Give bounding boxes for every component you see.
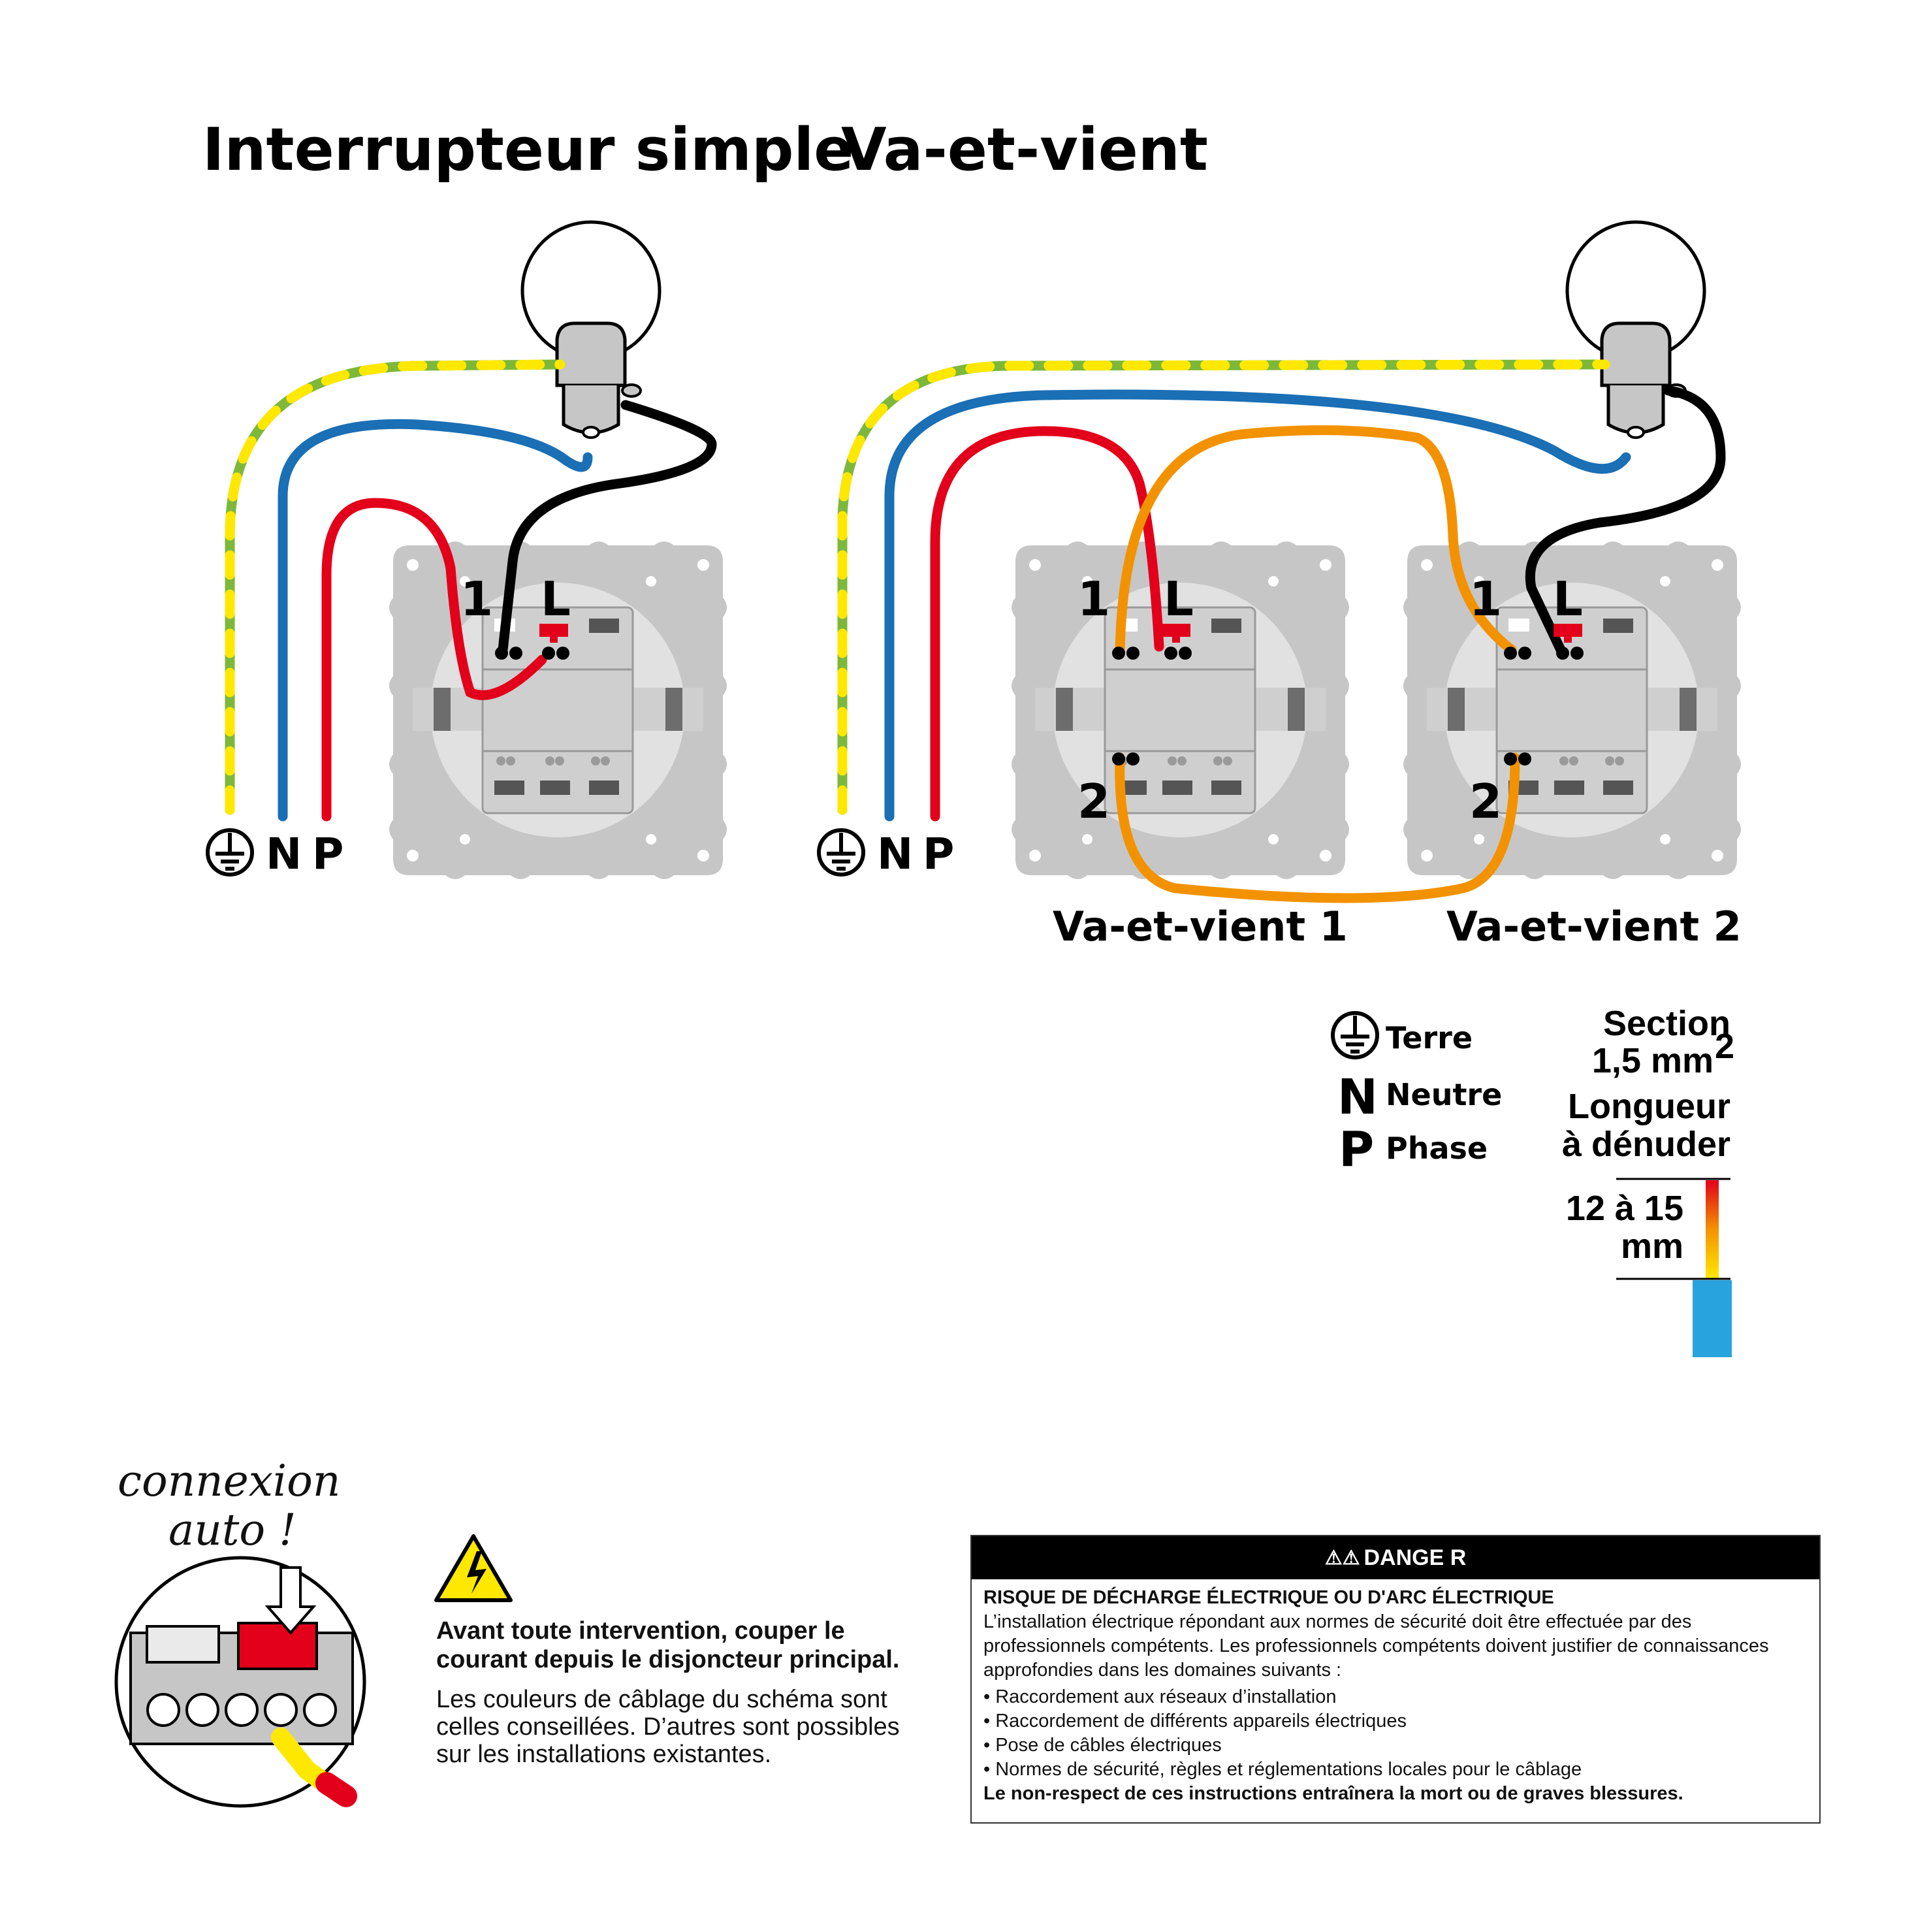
danger-body: RISQUE DE DÉCHARGE ÉLECTRIQUE OU D'ARC É…	[972, 1579, 1819, 1812]
danger-box: ⚠⚠ DANGE R RISQUE DE DÉCHARGE ÉLECTRIQUE…	[970, 1535, 1821, 1824]
caption-switch-1: Va-et-vient 1	[1053, 903, 1348, 950]
terminal-L-label-sw2: L	[1553, 572, 1583, 626]
return-wire-right	[1525, 385, 1726, 655]
earth-icon-left	[208, 830, 252, 875]
auto-connect-illustration	[114, 1556, 366, 1808]
return-wire-left	[498, 400, 717, 655]
terminal-L-label-left: L	[541, 572, 571, 626]
auto-connect-line2: auto !	[168, 1505, 296, 1555]
terminal-L-label-sw1: L	[1164, 572, 1194, 626]
warning-triangle-icon: ⚠⚠	[1324, 1547, 1360, 1569]
terminal-1-label-sw2: 1	[1469, 572, 1502, 626]
danger-intro: L’installation électrique répondant aux …	[983, 1611, 1769, 1681]
spec-strip-label-2: à dénuder	[1562, 1125, 1730, 1164]
danger-header: ⚠⚠ DANGE R	[972, 1536, 1819, 1579]
terminal-2-label-sw1: 2	[1077, 774, 1110, 829]
spec-section-value: 1,5 mm	[1592, 1041, 1714, 1080]
legend-earth: Terre	[1386, 1020, 1473, 1055]
terminal-1-label-sw1: 1	[1077, 572, 1110, 626]
strip-length-bar	[1706, 1180, 1719, 1278]
traveller-wire-top	[1115, 425, 1517, 658]
cable-insulation	[1693, 1280, 1732, 1357]
legend-phase-letter: P	[1339, 1121, 1374, 1178]
phase-label-right: P	[923, 829, 954, 879]
bulb-right	[1567, 222, 1704, 438]
danger-item: • Pose de câbles électriques	[983, 1735, 1222, 1756]
traveller-wire-bottom	[1115, 752, 1520, 903]
phase-wire-left	[321, 498, 547, 822]
danger-item: • Normes de sécurité, règles et réglemen…	[983, 1759, 1582, 1780]
danger-heading: RISQUE DE DÉCHARGE ÉLECTRIQUE OU D'ARC É…	[983, 1587, 1554, 1608]
warning-bold-text: Avant toute intervention, couper le cour…	[436, 1617, 900, 1673]
danger-item: • Raccordement de différents appareils é…	[983, 1711, 1407, 1731]
terminal-1-label-left: 1	[460, 572, 493, 626]
warning-notice: Avant toute intervention, couper le cour…	[436, 1617, 933, 1768]
phase-label-left: P	[312, 829, 343, 879]
spec-strip-label-1: Longueur	[1568, 1087, 1730, 1126]
danger-list: • Raccordement aux réseaux d’installatio…	[983, 1685, 1808, 1782]
phase-terminal-left	[539, 624, 568, 637]
spec-section-exp: 2	[1715, 1027, 1734, 1066]
earth-wire-left	[225, 359, 566, 815]
neutral-wire-left	[278, 419, 593, 822]
earth-icon-legend	[1333, 1013, 1377, 1057]
neutral-wire-right	[884, 389, 1631, 822]
title-simple-switch: Interrupteur simple	[202, 116, 853, 184]
high-voltage-warning-icon	[434, 1534, 513, 1602]
spec-strip-value: 12 à 15	[1566, 1189, 1683, 1228]
danger-header-text: DANGE R	[1363, 1545, 1467, 1570]
neutral-label-left: N	[266, 829, 302, 879]
caption-switch-2: Va-et-vient 2	[1446, 903, 1742, 950]
terminal-2-label-sw2: 2	[1469, 774, 1502, 829]
legend-neutral-letter: N	[1337, 1069, 1378, 1125]
earth-wire-right	[837, 359, 1610, 815]
auto-connect-line1: connexion	[118, 1456, 340, 1506]
legend-neutral: Neutre	[1386, 1077, 1502, 1112]
neutral-label-right: N	[877, 829, 913, 879]
spec-section-label: Section	[1603, 1004, 1730, 1043]
legend-phase: Phase	[1386, 1131, 1488, 1166]
danger-footer: Le non-respect de ces instructions entra…	[983, 1783, 1683, 1804]
warning-text: Les couleurs de câblage du schéma sont c…	[436, 1686, 900, 1768]
danger-item: • Raccordement aux réseaux d’installatio…	[983, 1686, 1337, 1707]
spec-strip-unit: mm	[1621, 1227, 1683, 1266]
earth-icon-right	[819, 830, 863, 875]
phase-wire-right	[930, 426, 1164, 822]
title-two-way-switch: Va-et-vient	[841, 116, 1208, 184]
